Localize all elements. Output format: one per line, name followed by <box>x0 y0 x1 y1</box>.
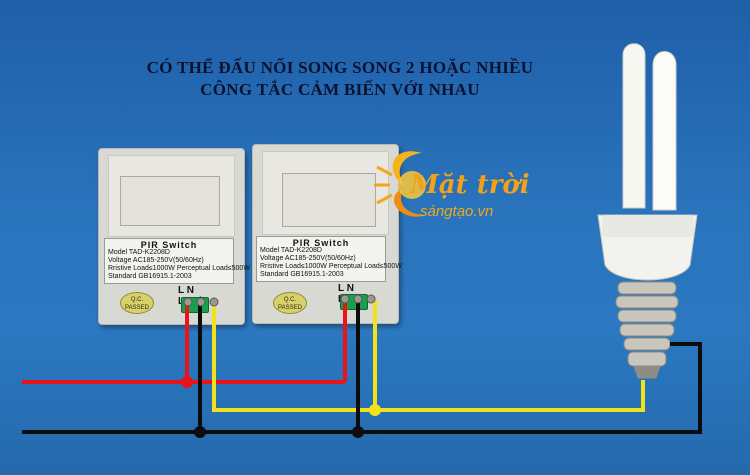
load-wire <box>212 300 645 412</box>
spec-label: PIR Switch Model TAD-K2208D Voltage AC18… <box>104 238 250 284</box>
heading-line2: CÔNG TẮC CẢM BIẾN VỚI NHAU <box>200 80 480 99</box>
label-standard: Standard GB16915.1-2003 <box>260 271 344 278</box>
junction-dot <box>352 426 364 438</box>
neutral-wire <box>22 300 702 434</box>
junction-dot <box>369 404 381 416</box>
logo-name: Mặt trời <box>410 170 530 200</box>
qc-sticker: Q.C. PASSED <box>273 292 307 314</box>
live-wire <box>22 300 347 384</box>
qc-sticker: Q.C. PASSED <box>120 292 154 314</box>
heading-line1: CÓ THỂ ĐẤU NỐI SONG SONG 2 HOẶC NHIỀU <box>146 58 534 77</box>
pir-lens <box>282 173 376 227</box>
label-voltage: Voltage AC185-250V(50/60Hz) <box>260 255 356 262</box>
label-load: Rristive Load≤1000W Perceptual Load≤500W <box>260 263 402 270</box>
label-title: PIR Switch <box>140 240 198 250</box>
junction-dot <box>181 376 193 388</box>
logo-subtext: sángtạo.vn <box>420 203 494 220</box>
label-voltage: Voltage AC185-250V(50/60Hz) <box>108 257 204 264</box>
label-load: Rristive Load≤1000W Perceptual Load≤500W <box>108 265 250 272</box>
cfl-bulb-icon <box>597 43 698 379</box>
sun-logo-icon <box>374 151 427 217</box>
label-model: Model TAD-K2208D <box>260 247 322 254</box>
spec-label: PIR Switch Model TAD-K2208D Voltage AC18… <box>256 236 402 282</box>
label-title: PIR Switch <box>292 238 350 248</box>
label-model: Model TAD-K2208D <box>108 249 170 256</box>
junction-dot <box>194 426 206 438</box>
label-standard: Standard GB16915.1-2003 <box>108 273 192 280</box>
pir-lens <box>120 176 220 226</box>
